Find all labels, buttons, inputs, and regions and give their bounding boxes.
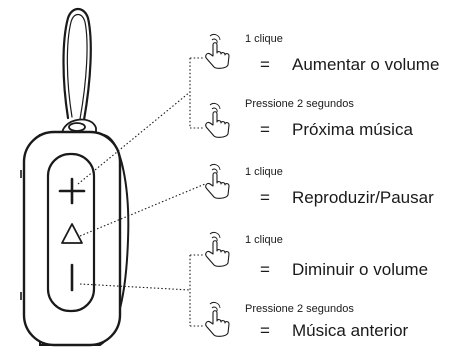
hand-tap-icon	[205, 33, 230, 69]
equals-sign: =	[260, 260, 270, 279]
hand-tap-icon	[205, 163, 230, 199]
trigger-label: Pressione 2 segundos	[245, 98, 354, 110]
leader-lines	[77, 57, 206, 327]
trigger-label: 1 clique	[245, 33, 283, 45]
equals-sign: =	[260, 55, 270, 74]
hand-tap-icon	[205, 301, 230, 337]
action-label: Música anterior	[292, 321, 409, 340]
action-label: Aumentar o volume	[292, 55, 440, 74]
action-label: Diminuir o volume	[292, 260, 429, 279]
trigger-label: 1 clique	[245, 166, 283, 178]
trigger-label: 1 clique	[245, 234, 283, 246]
equals-sign: =	[260, 321, 270, 340]
hand-tap-icon	[205, 231, 230, 267]
speaker-device	[20, 130, 130, 347]
play-pause-button[interactable]	[61, 223, 83, 244]
action-label: Reproduzir/Pausar	[292, 188, 434, 207]
hand-tap-icon	[205, 102, 230, 138]
plus-button[interactable]	[58, 177, 86, 205]
trigger-label: Pressione 2 segundos	[245, 303, 354, 315]
equals-sign: =	[260, 120, 270, 139]
action-label: Próxima música	[292, 120, 413, 139]
equals-sign: =	[260, 188, 270, 207]
strap-loop	[62, 7, 92, 122]
